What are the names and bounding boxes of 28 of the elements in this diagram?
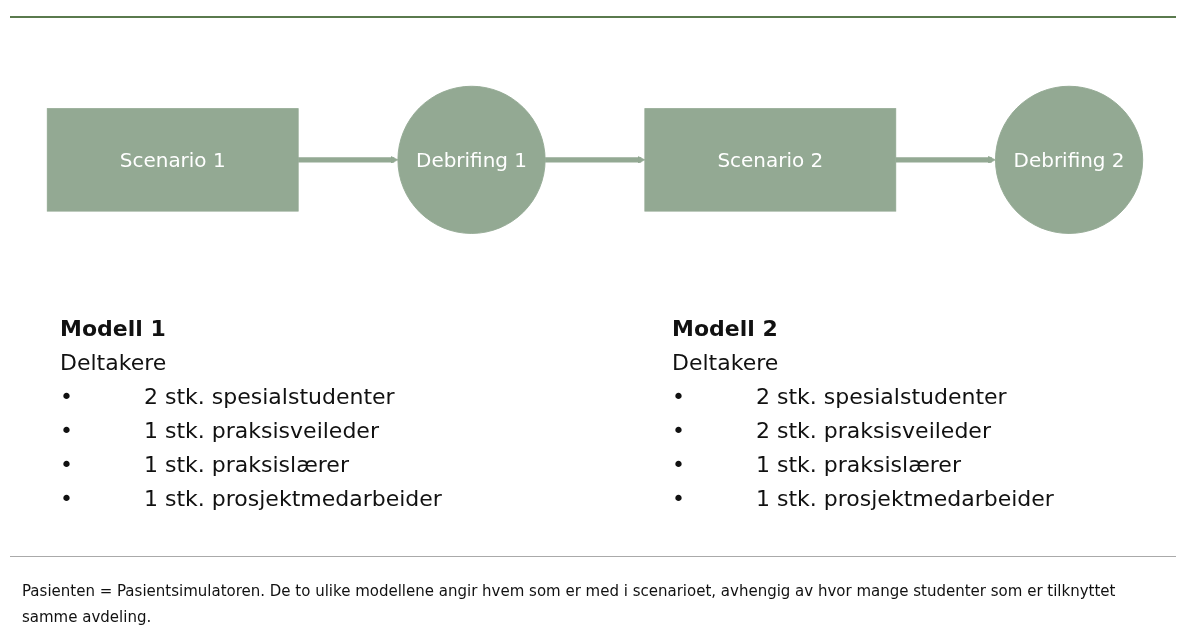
list-item: 1 stk. prosjektmedarbeider xyxy=(756,485,1054,513)
list-item: 2 stk. spesialstudenter xyxy=(144,383,395,411)
node-circle: Debrifing 2 xyxy=(995,85,1144,235)
heading: Modell 1 xyxy=(60,315,167,343)
bullet: • xyxy=(60,485,74,513)
arrow xyxy=(895,156,996,164)
bullet: • xyxy=(60,451,74,479)
list-item: 2 stk. praksisveileder xyxy=(756,417,991,445)
caption: Pasienten = Pasientsimulatoren. De to ulike modellene angir hvem som er med i scenarioet, avhengig av hvor mange studenter som er tilknyttet samme avdeling. xyxy=(22,581,1117,628)
subheading: Deltakere xyxy=(672,349,780,377)
node-box: Scenario 2 xyxy=(644,108,897,212)
list-item: 1 stk. praksislærer xyxy=(756,451,961,479)
node-box: Scenario 1 xyxy=(46,108,299,212)
list-item: 2 stk. spesialstudenter xyxy=(756,383,1007,411)
list-item: 1 stk. praksisveileder xyxy=(144,417,379,445)
bullet: • xyxy=(60,417,74,445)
node-circle: Debrifing 1 xyxy=(397,85,546,235)
list-item: 1 stk. prosjektmedarbeider xyxy=(144,485,442,513)
bullet: • xyxy=(672,451,686,479)
heading: Modell 2 xyxy=(672,315,779,343)
arrow xyxy=(545,156,646,164)
subheading: Deltakere xyxy=(60,349,168,377)
bullet: • xyxy=(672,417,686,445)
list-item: 1 stk. praksislærer xyxy=(144,451,349,479)
arrow xyxy=(298,156,399,164)
bullet: • xyxy=(672,383,686,411)
bullet: • xyxy=(672,485,686,513)
bullet: • xyxy=(60,383,74,411)
